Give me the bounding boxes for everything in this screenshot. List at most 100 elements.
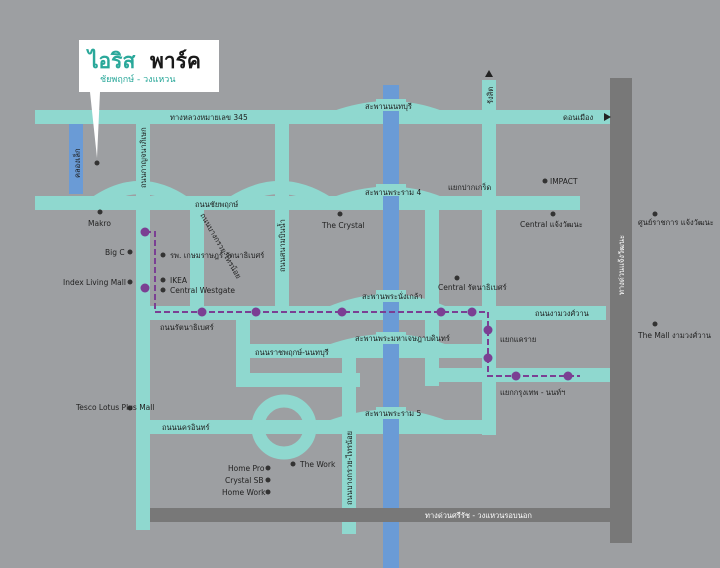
label-the-work: The Work <box>299 460 336 469</box>
road-bang-kruai-sai-noi <box>190 203 204 313</box>
label-pakkret: แยกปากเกร็ด <box>448 182 491 192</box>
bts-stations <box>140 227 573 381</box>
bridge-deck-maha <box>376 332 406 344</box>
label-crystal-sb: Crystal SB <box>225 476 264 485</box>
road-bang-kruai-sai-noi-2 <box>342 344 356 534</box>
station <box>140 227 150 237</box>
label-big-c: Big C <box>105 248 125 257</box>
chao-phraya-river <box>383 85 399 568</box>
label-don-mueang: ดอนเมือง <box>563 113 594 122</box>
label-nonthaburi-bridge: สะพานนนทบุรี <box>365 102 412 111</box>
marker-the-work <box>290 461 296 467</box>
label-khae-rai: แยกแคราย <box>500 335 536 344</box>
label-ratchaphruek: ถนนราชพฤกษ์-นนทบุรี <box>255 348 329 357</box>
label-central-westgate: Central Westgate <box>170 286 235 295</box>
label-ngamwongwan: ถนนงามวงศ์วาน <box>535 309 589 318</box>
label-hospital: รพ. เกษมราษฎร์ รัตนาธิเบศร์ <box>170 251 264 260</box>
marker-impact <box>542 178 548 184</box>
road-rangsit <box>482 80 496 435</box>
station <box>511 371 521 381</box>
label-central-chaeng: Central แจ้งวัฒนะ <box>520 220 583 229</box>
marker-ikea <box>160 277 166 283</box>
label-krungthep-nonthaburi: แยกกรุงเทพ - นนท์ฯ <box>500 388 565 397</box>
road-lower-link <box>236 373 360 387</box>
expressway-outer-ring <box>150 508 610 522</box>
khlong-lek-canal <box>69 122 83 194</box>
logo-box <box>79 40 219 92</box>
label-home-work: Home Work <box>222 488 266 497</box>
road-roundabout <box>251 394 317 460</box>
label-index: Index Living Mall <box>63 278 126 287</box>
don-mueang-arrow-icon <box>604 113 611 121</box>
marker-home-work <box>265 489 271 495</box>
station <box>483 353 493 363</box>
label-central-rattana: Central รัตนาธิเบศร์ <box>438 283 507 292</box>
label-rattanathibet-bridge: สะพานพระนั่งเกล้า <box>362 291 423 301</box>
label-rama5-bridge: สะพานพระราม 5 <box>365 409 421 418</box>
marker-the-mall <box>652 321 658 327</box>
road-vertical-ratchaphruek <box>236 306 250 386</box>
label-ikea: IKEA <box>170 276 188 285</box>
marker-central-chaeng <box>550 211 556 217</box>
station <box>563 371 573 381</box>
station <box>337 307 347 317</box>
label-highway-345: ทางหลวงหมายเลข 345 <box>170 113 248 122</box>
logo-pointer <box>90 92 100 158</box>
label-maha-bridge: สะพานพระมหาเจษฎาบดินทร์ <box>355 334 450 343</box>
label-outer-ring: ทางด่วนศรีรัช - วงแหวนรอบนอก <box>425 511 532 520</box>
label-rattanathibet: ถนนรัตนาธิเบศร์ <box>160 323 214 332</box>
marker-hospital <box>160 252 166 258</box>
station <box>483 325 493 335</box>
label-home-pro: Home Pro <box>228 464 265 473</box>
logo-title-part1: ไอริส <box>86 48 135 73</box>
label-rama4-bridge: สะพานพระราม 4 <box>365 188 421 197</box>
label-chaiyaphruek: ถนนชัยพฤกษ์ <box>195 200 238 209</box>
label-sanambinnam: ถนนสนามบินน้ำ <box>277 219 287 272</box>
marker-index <box>127 279 133 285</box>
bridge-deck-nonthaburi <box>376 99 406 111</box>
rangsit-arrow-icon <box>485 70 493 77</box>
station <box>251 307 261 317</box>
marker-govt-center <box>652 211 658 217</box>
bridge-decks <box>376 99 406 419</box>
label-makro: Makro <box>88 219 111 228</box>
logo-title-part2: พาร์ค <box>150 49 201 73</box>
marker-central-rattana <box>454 275 460 281</box>
label-crystal: The Crystal <box>321 221 365 230</box>
label-impact: IMPACT <box>550 177 578 186</box>
bridge-deck-rama4 <box>376 184 406 196</box>
logo-subtitle: ชัยพฤกษ์ - วงแหวน <box>100 73 176 85</box>
label-chaeng-watthana-exp: ทางด่วนแจ้งวัฒนะ <box>617 235 626 295</box>
marker-makro <box>97 209 103 215</box>
bridge-deck-rama5 <box>376 407 406 419</box>
place-labels: Makro Big C รพ. เกษมราษฎร์ รัตนาธิเบศร์ … <box>63 177 714 497</box>
marker-crystal <box>337 211 343 217</box>
label-kanchanaphisek: ถนนกาญจนาภิเษก <box>139 127 148 188</box>
road-sanambinnam <box>275 110 289 315</box>
label-the-mall: The Mall งามวงศ์วาน <box>637 331 711 340</box>
marker-home-pro <box>265 465 271 471</box>
marker-big-c <box>127 249 133 255</box>
road-highway-345 <box>35 110 615 124</box>
label-nakhon-in: ถนนนครอินทร์ <box>162 423 210 432</box>
station <box>436 307 446 317</box>
bts-purple-line <box>145 231 580 377</box>
station <box>197 307 207 317</box>
station <box>467 307 477 317</box>
label-bang-kruai-sai-noi-2: ถนนบางกรวย-ไทรน้อย <box>345 431 354 505</box>
expressway-chaeng-watthana <box>610 78 632 543</box>
logo-callout: ไอริส พาร์ค ชัยพฤกษ์ - วงแหวน <box>79 40 219 166</box>
label-rangsit: รังสิต <box>486 87 495 104</box>
marker-central-westgate <box>160 287 166 293</box>
bridge-deck-rattanathibet <box>376 290 406 302</box>
station <box>140 283 150 293</box>
place-markers <box>97 178 658 495</box>
label-govt-center: ศูนย์ราชการ แจ้งวัฒนะ <box>638 218 714 227</box>
marker-crystal-sb <box>265 477 271 483</box>
road-vertical-pakkret <box>425 196 439 386</box>
label-khlong-lek: คลองเล็ก <box>72 149 82 178</box>
project-location-dot <box>94 160 100 166</box>
label-tesco: Tesco Lotus Plus Mall <box>75 403 154 412</box>
